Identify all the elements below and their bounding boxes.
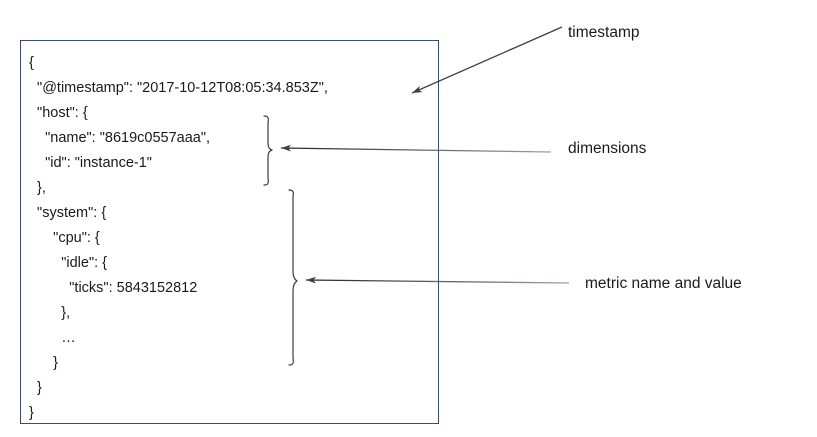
annotation-label-dimensions: dimensions: [568, 140, 647, 157]
json-document-text: { "@timestamp": "2017-10-12T08:05:34.853…: [29, 55, 328, 421]
annotation-label-metric: metric name and value: [585, 275, 742, 292]
json-document-box: { "@timestamp": "2017-10-12T08:05:34.853…: [20, 40, 439, 424]
annotation-label-timestamp: timestamp: [568, 24, 640, 41]
